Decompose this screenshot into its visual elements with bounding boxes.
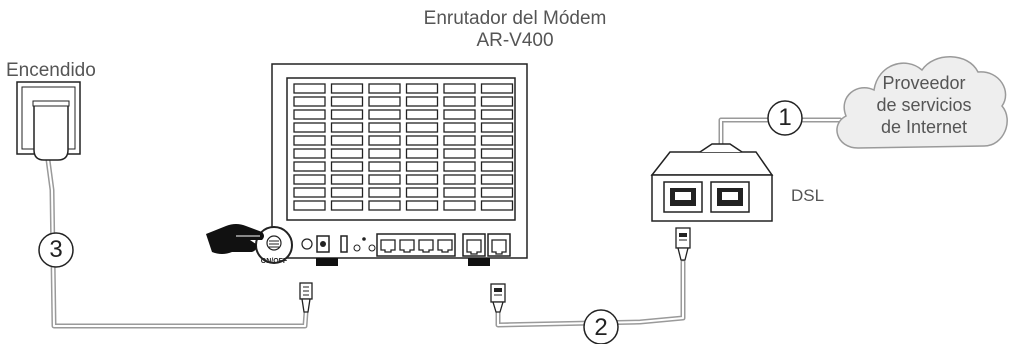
isp-label-line1: Proveedor [882,73,966,93]
vent-slot [405,135,439,146]
vent-slot [330,187,364,198]
dc-power-plug [299,282,313,313]
vent-slot [368,200,401,211]
vent-slot [293,148,326,159]
vent-slot [330,96,364,107]
step-markers [38,100,803,344]
vent-slot [293,109,326,120]
dsl-splitter [650,143,774,222]
vent-slot [480,96,514,107]
vent-slot [368,187,401,198]
pressing-hand-icon [206,224,264,254]
vent-slot [405,96,439,107]
vent-slot [368,161,401,172]
vent-slot [405,200,439,211]
step-3-circle [38,232,74,268]
vent-slot [293,83,326,94]
isp-label-line2: de servicios [876,95,972,115]
vent-slot [480,174,514,185]
vent-slot [330,135,364,146]
vent-slot [480,161,514,172]
router [255,63,528,266]
vent-slot [405,187,439,198]
power-label: Encendido [6,60,96,81]
step-1-number: 1 [778,104,792,131]
rj11-plug-router [490,283,506,313]
connectors [299,227,691,313]
vent-slot [405,83,439,94]
vent-slot [405,122,439,133]
vent-slot [368,135,401,146]
vent-slot [480,187,514,198]
power-outlet [16,81,81,161]
vent-slot [443,83,476,94]
vent-slot [330,83,364,94]
vent-slot [443,200,476,211]
vent-slot [480,135,514,146]
vent-slot [330,200,364,211]
router-title: Enrutador del Módem [423,8,607,29]
vent-slot [443,174,476,185]
vent-slot [405,174,439,185]
vent-slot [443,135,476,146]
vent-slot [293,200,326,211]
vent-slot [368,109,401,120]
vent-slot [480,148,514,159]
vent-slot [330,161,364,172]
vent-slot [368,83,401,94]
vent-slot [368,148,401,159]
vent-slot [293,135,326,146]
vent-slot [368,96,401,107]
vent-slot [368,174,401,185]
step-3-number: 3 [49,236,63,263]
vent-slot [443,109,476,120]
vent-slot [405,161,439,172]
vent-slot [480,200,514,211]
vent-slot [293,161,326,172]
vent-slot [330,122,364,133]
dsl-label: DSL [791,186,825,205]
vent-slot [368,122,401,133]
rj11-plug-splitter [675,227,691,261]
step-2-circle [583,309,619,344]
router-model: AR-V400 [476,30,554,51]
vent-slot [480,109,514,120]
vent-slot [330,109,364,120]
isp-label-line3: de Internet [880,117,968,137]
vent-slot [293,174,326,185]
step-1-circle [767,100,803,136]
step-2-number: 2 [594,314,608,341]
vent-slot [480,122,514,133]
vent-slot [405,148,439,159]
isp-cloud [836,56,1008,149]
cables [45,117,843,329]
power-button-label: ON/OFF [260,258,288,265]
vent-slot [443,148,476,159]
vent-slot [293,187,326,198]
vent-slot [330,148,364,159]
vent-slot [480,83,514,94]
router-vent-grid [293,83,514,211]
vent-slot [330,174,364,185]
power-adapter [33,103,69,161]
vent-slot [293,96,326,107]
router-lan-ports [376,233,456,257]
vent-slot [443,96,476,107]
vent-slot [443,187,476,198]
vent-slot [443,161,476,172]
vent-slot [443,122,476,133]
vent-slot [293,122,326,133]
vent-slot [405,109,439,120]
